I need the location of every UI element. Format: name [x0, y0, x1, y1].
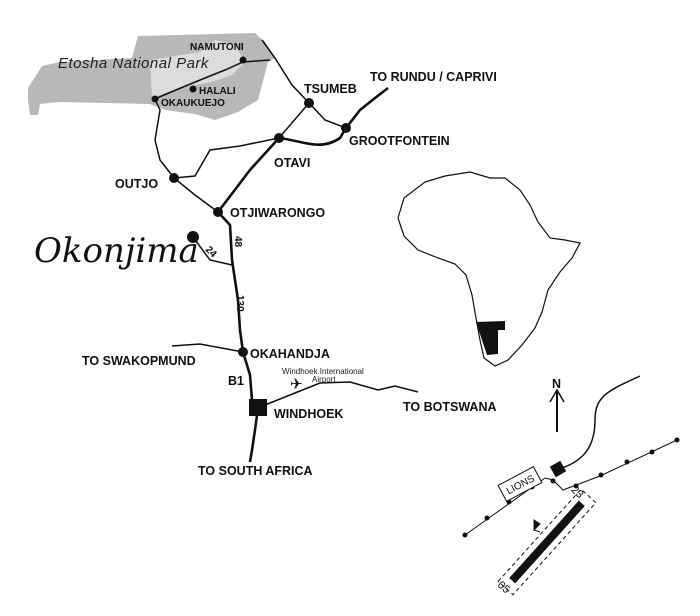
okaukuejo-marker [151, 95, 159, 103]
namibia-highlight [476, 321, 505, 355]
grootfontein-marker [341, 123, 351, 133]
africa-outline [397, 171, 581, 367]
tsumeb-label: TSUMEB [304, 82, 357, 96]
airport-label-line2: Airport [312, 375, 336, 384]
windhoek-label: WINDHOEK [274, 407, 343, 421]
namutoni-marker [239, 56, 247, 64]
to-south-africa-label: TO SOUTH AFRICA [198, 464, 313, 478]
town-markers [151, 56, 351, 416]
to-rundu-label: TO RUNDU / CAPRIVI [370, 70, 497, 84]
road-24-label: 24 [203, 244, 219, 260]
okonjima-logo: Okonjima [34, 231, 199, 271]
road-48-label: 48 [232, 236, 243, 248]
otavi-marker [274, 133, 284, 143]
outjo-label: OUTJO [115, 177, 158, 191]
windhoek-marker [249, 399, 267, 416]
fence-posts [462, 437, 680, 538]
to-swakopmund-label: TO SWAKOPMUND [82, 354, 196, 368]
okahandja-marker [238, 347, 248, 357]
namutoni-label: NAMUTONI [190, 42, 244, 53]
windsock-flag-icon [533, 519, 541, 533]
okahandja-label: OKAHANDJA [250, 347, 330, 361]
okaukuejo-label: OKAUKUEJO [161, 98, 225, 109]
halali-label: HALALI [199, 86, 236, 97]
runway-23-label: 23 [568, 484, 585, 501]
roads [154, 39, 419, 463]
road-b1-label: B1 [228, 374, 244, 388]
okonjima-marker [187, 231, 199, 243]
lodge-building [549, 460, 567, 478]
etosha-pan-light [150, 40, 245, 98]
airplane-icon: ✈ [290, 376, 303, 393]
grootfontein-label: GROOTFONTEIN [349, 134, 450, 148]
runway-05-label: 05 [495, 579, 512, 596]
outjo-marker [169, 173, 179, 183]
north-arrow-head [549, 388, 565, 403]
otavi-label: OTAVI [274, 156, 310, 170]
north-label: N [552, 377, 561, 391]
to-botswana-label: TO BOTSWANA [403, 400, 497, 414]
road-130-label: 130 [234, 295, 245, 312]
halali-marker [189, 85, 197, 93]
airstrip-inset: N LIONS 23 05 [462, 375, 680, 596]
runway: 23 05 [495, 484, 597, 596]
park-label: Etosha National Park [58, 55, 210, 72]
otjiwarongo-label: OTJIWARONGO [230, 206, 325, 220]
airport-label-line1: Windhoek International [282, 367, 364, 376]
tsumeb-marker [304, 98, 314, 108]
otjiwarongo-marker [213, 207, 223, 217]
